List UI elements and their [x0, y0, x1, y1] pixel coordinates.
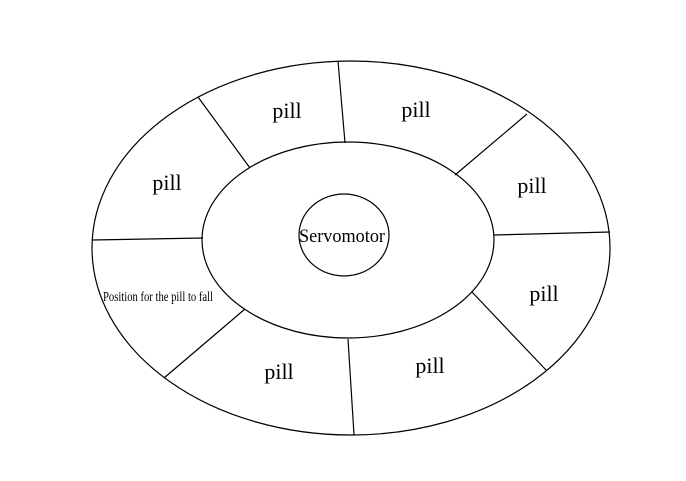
compartment-label: pill — [415, 353, 444, 378]
compartment-label: pill — [152, 170, 181, 195]
divider-line — [197, 96, 251, 169]
divider-line — [347, 338, 355, 436]
divider-line — [471, 291, 547, 371]
servomotor-label: Servomotor — [299, 226, 386, 247]
compartment-label: pill — [517, 173, 546, 198]
divider-line — [454, 113, 528, 176]
divider-line — [91, 237, 204, 241]
servomotor-circle — [298, 193, 390, 277]
compartment-label: pill — [401, 97, 430, 122]
outer-ring — [91, 60, 611, 436]
compartment-label: pill — [264, 359, 293, 384]
compartment-label: pill — [272, 98, 301, 123]
drop-position-label: Position for the pill to fall — [103, 290, 213, 305]
divider-line — [493, 231, 611, 236]
divider-line — [337, 60, 346, 144]
divider-line — [163, 308, 246, 379]
compartment-label: pill — [529, 281, 558, 306]
inner-ring — [201, 141, 495, 339]
